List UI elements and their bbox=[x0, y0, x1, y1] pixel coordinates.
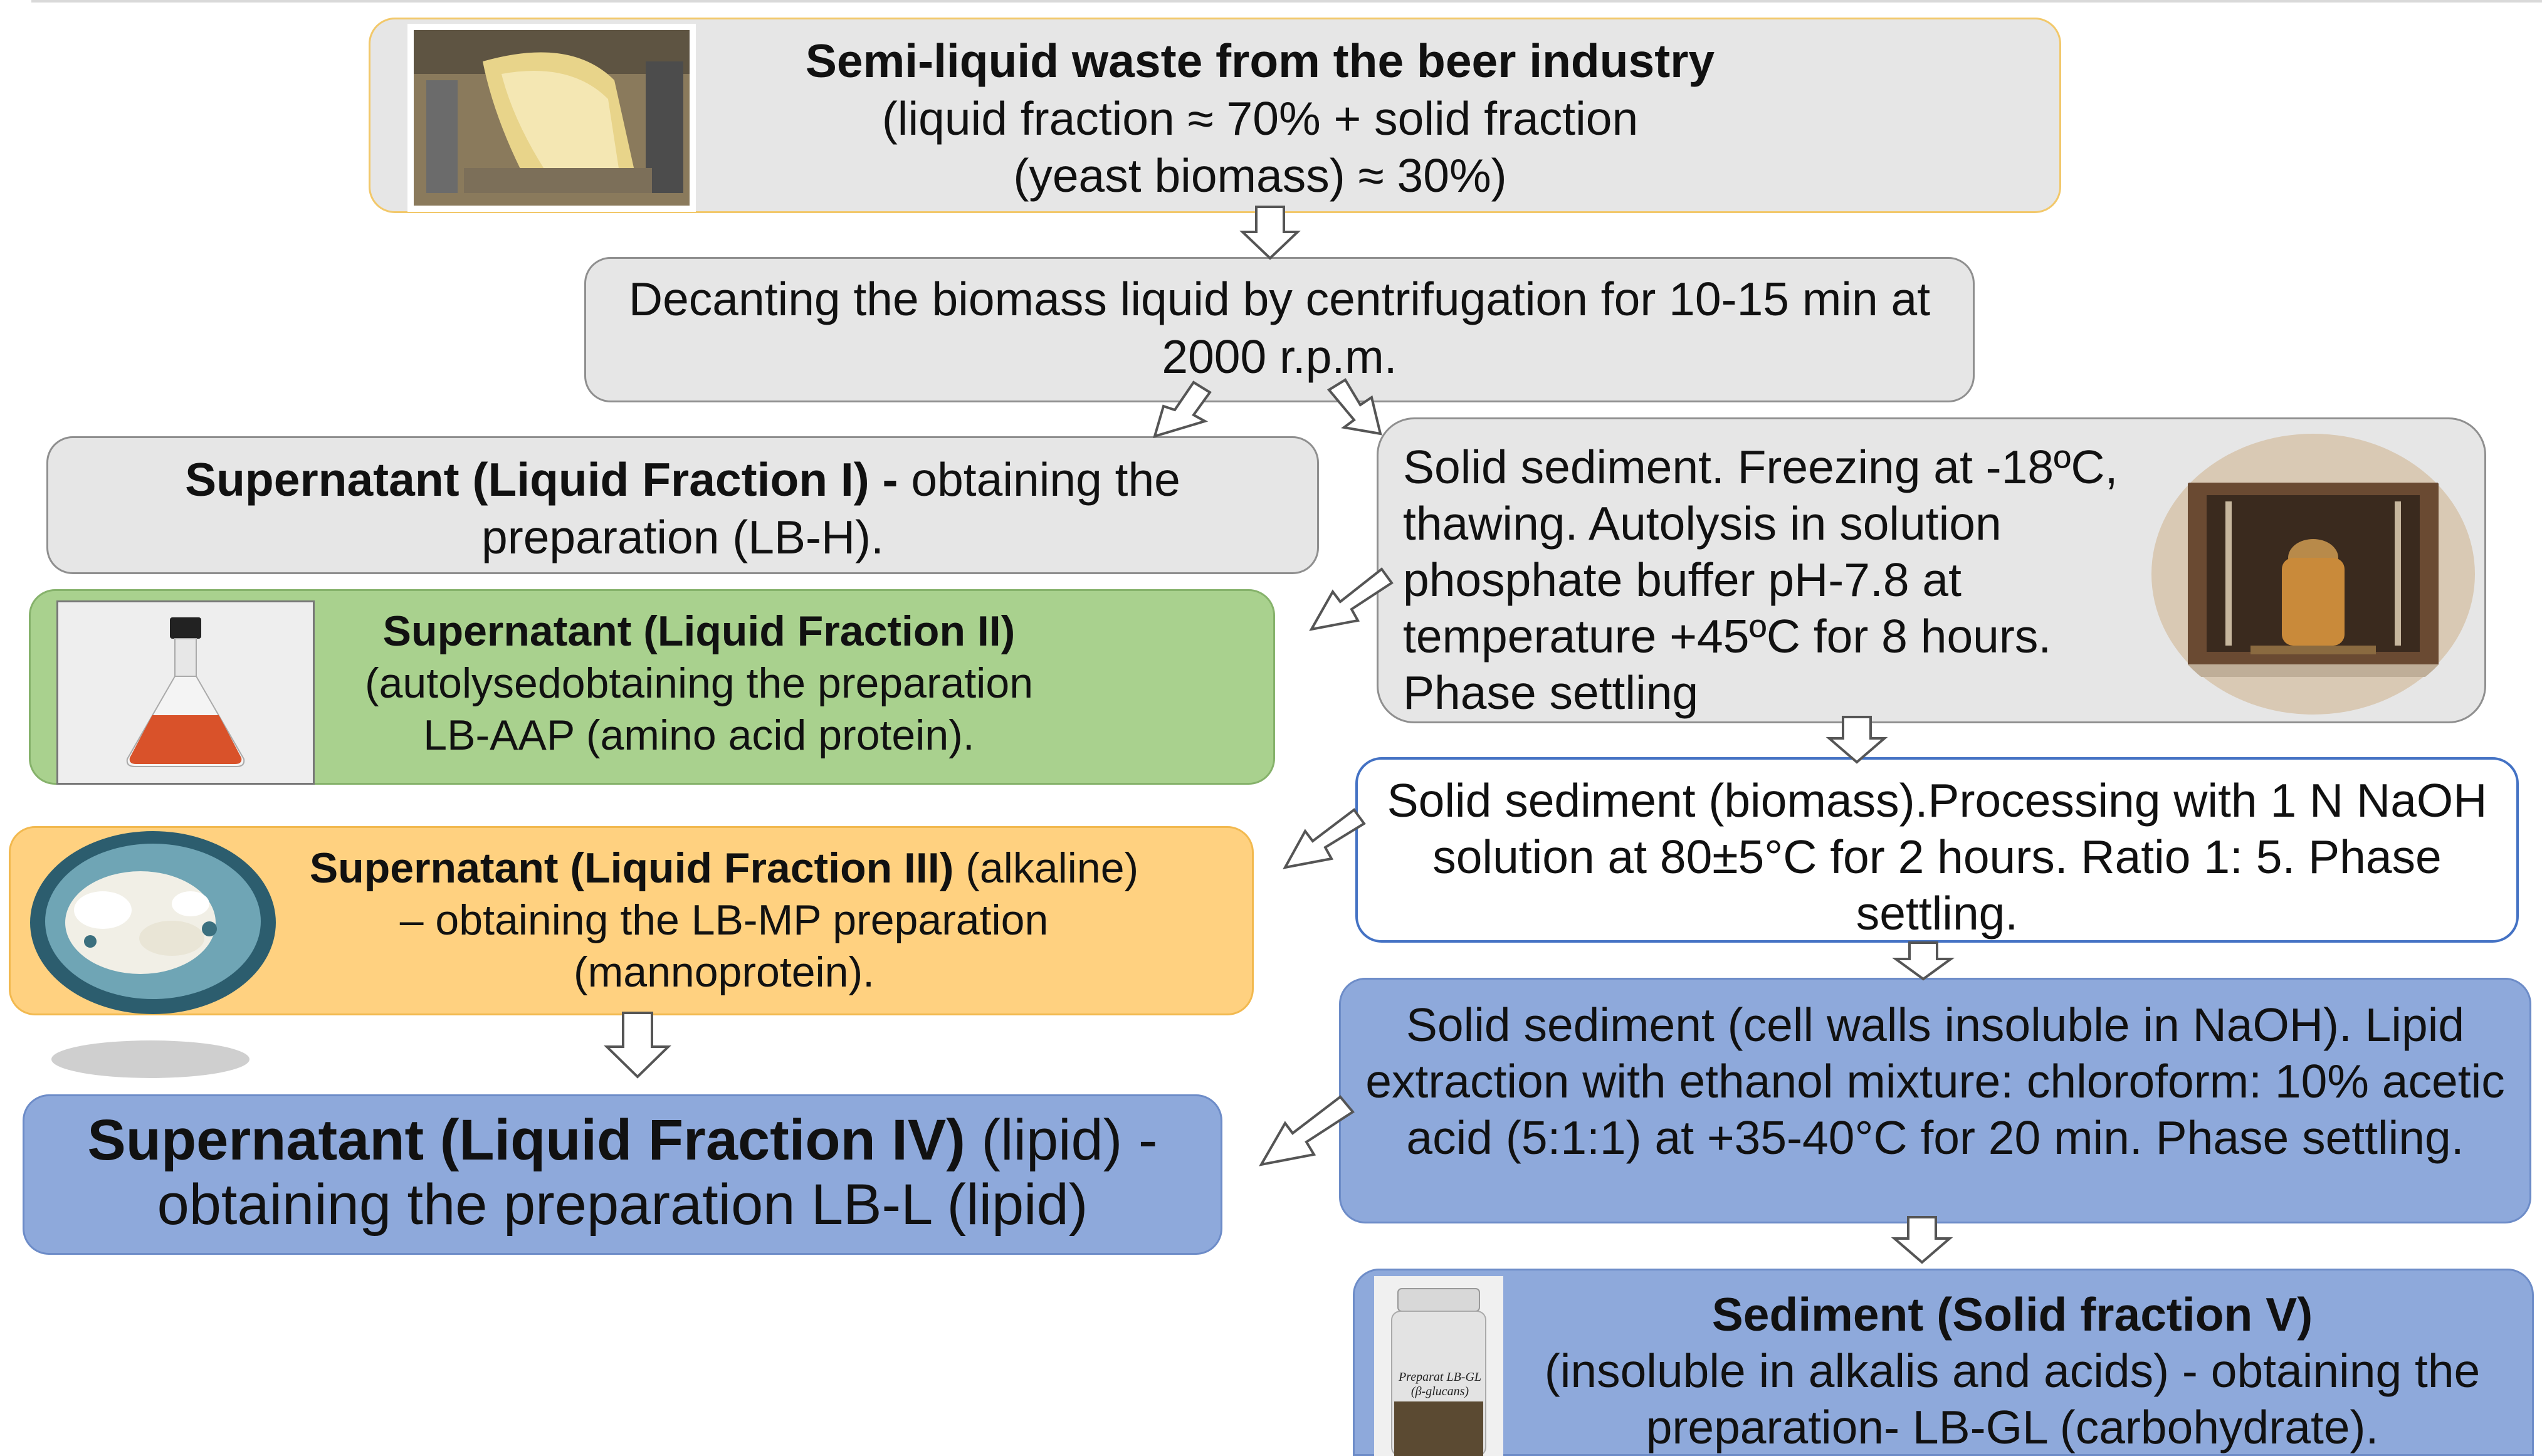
sediment-lipid-extraction-box bbox=[1339, 978, 2531, 1223]
arrow-to-fraction-3 bbox=[1283, 808, 1366, 869]
fraction-3-rest: (alkaline) bbox=[953, 844, 1139, 892]
fraction-3-text: Supernatant (Liquid Fraction III) (alkal… bbox=[301, 842, 1147, 998]
fraction-3-line2: – obtaining the LB-MP preparation bbox=[399, 896, 1049, 944]
arrow-to-fraction-2 bbox=[1309, 567, 1394, 631]
sediment-autolysis-line5: Phase settling bbox=[1403, 666, 1699, 719]
fraction-1-box bbox=[46, 436, 1319, 574]
step-decanting-box bbox=[584, 257, 1975, 402]
sediment-lipid-extraction-text: Solid sediment (cell walls insoluble in … bbox=[1339, 997, 2531, 1166]
fraction-4-box bbox=[23, 1094, 1222, 1255]
arrow-to-sediment-1 bbox=[1326, 378, 1382, 436]
fraction-4-line2: obtaining the preparation LB-L (lipid) bbox=[157, 1173, 1088, 1237]
sediment-naoh-text: Solid sediment (biomass).Processing with… bbox=[1355, 772, 2519, 941]
sediment-naoh-line2: solution at 80±5°C for 2 hours. Ratio 1:… bbox=[1432, 830, 2442, 883]
arrow-down-3 bbox=[1892, 941, 1955, 981]
sediment-autolysis-line4: temperature +45ºC for 8 hours. bbox=[1403, 610, 2052, 663]
step-beer-waste-text: Semi-liquid waste from the beer industry… bbox=[696, 33, 1824, 205]
sediment-autolysis-line2: thawing. Autolysis in solution bbox=[1403, 497, 2002, 550]
fraction-4-text: Supernatant (Liquid Fraction IV) (lipid)… bbox=[23, 1108, 1222, 1237]
fraction-5-title: Sediment (Solid fraction V) bbox=[1711, 1288, 2313, 1341]
sediment-lipid-line3: acid (5:1:1) at +35-40°C for 20 min. Pha… bbox=[1406, 1111, 2464, 1164]
jar-label: Preparat LB-GL (β-glucans) bbox=[1387, 1370, 1493, 1399]
step-beer-waste-line2: (liquid fraction ≈ 70% + solid fraction bbox=[881, 92, 1639, 145]
fraction-1-rest: obtaining the bbox=[898, 453, 1180, 506]
sediment-autolysis-line1: Solid sediment. Freezing at -18ºC, bbox=[1403, 441, 2118, 493]
fraction-1-bold: Supernatant (Liquid Fraction I) - bbox=[185, 453, 898, 506]
top-divider-line bbox=[31, 0, 2542, 3]
arrow-down-1 bbox=[1239, 206, 1301, 260]
fraction-3-line3: (mannoprotein). bbox=[573, 948, 875, 996]
sediment-naoh-line3: settling. bbox=[1856, 887, 2019, 940]
sediment-naoh-line1: Solid sediment (biomass).Processing with… bbox=[1387, 774, 2487, 827]
arrow-down-2 bbox=[1825, 716, 1888, 764]
fraction-2-text: Supernatant (Liquid Fraction II) (autoly… bbox=[339, 605, 1059, 762]
step-beer-waste-line3: (yeast biomass) ≈ 30%) bbox=[1013, 149, 1507, 202]
fraction-5-box bbox=[1353, 1269, 2534, 1456]
jar-label-line1: Preparat LB-GL bbox=[1398, 1370, 1482, 1384]
mannoprotein-dish-image bbox=[28, 829, 278, 1017]
fraction-2-line3: LB-AAP (amino acid protein). bbox=[423, 711, 975, 759]
fraction-3-bold: Supernatant (Liquid Fraction III) bbox=[309, 844, 954, 892]
arrow-down-fraction-3-to-4 bbox=[604, 1012, 671, 1079]
fraction-1-line2: preparation (LB-H). bbox=[481, 510, 884, 563]
sediment-naoh-box bbox=[1355, 757, 2519, 943]
sediment-lipid-line2: extraction with ethanol mixture: chlorof… bbox=[1365, 1055, 2505, 1108]
step-decanting-line2: 2000 r.p.m. bbox=[1162, 330, 1397, 383]
flask-image bbox=[56, 600, 315, 785]
step-beer-waste-title: Semi-liquid waste from the beer industry bbox=[805, 34, 1715, 87]
arrow-to-fraction-4 bbox=[1259, 1095, 1355, 1166]
fraction-4-bold: Supernatant (Liquid Fraction IV) bbox=[87, 1108, 965, 1172]
sediment-autolysis-text: Solid sediment. Freezing at -18ºC, thawi… bbox=[1403, 439, 2155, 721]
fraction-5-line2: (insoluble in alkalis and acids) - obtai… bbox=[1544, 1344, 2481, 1397]
fraction-5-line3: preparation- LB-GL (carbohydrate). bbox=[1646, 1401, 2379, 1453]
dish-shadow bbox=[50, 1034, 251, 1084]
autolysis-reactor-image bbox=[2150, 432, 2476, 716]
sediment-lipid-line1: Solid sediment (cell walls insoluble in … bbox=[1405, 998, 2465, 1051]
sediment-autolysis-line3: phosphate buffer pH-7.8 at bbox=[1403, 553, 1962, 606]
step-decanting-text: Decanting the biomass liquid by centrifu… bbox=[584, 271, 1975, 385]
beta-glucan-jar-image: Preparat LB-GL (β-glucans) bbox=[1374, 1276, 1503, 1456]
jar-label-line2: (β-glucans) bbox=[1410, 1385, 1469, 1398]
arrow-to-fraction-1 bbox=[1153, 380, 1212, 438]
arrow-down-4 bbox=[1891, 1216, 1953, 1264]
fraction-4-rest: (lipid) - bbox=[965, 1108, 1158, 1172]
fraction-2-line2: (autolysedobtaining the preparation bbox=[364, 659, 1034, 707]
step-decanting-line1: Decanting the biomass liquid by centrifu… bbox=[628, 273, 1931, 325]
brewery-equipment-image bbox=[407, 24, 696, 212]
fraction-5-text: Sediment (Solid fraction V) (insoluble i… bbox=[1517, 1286, 2508, 1455]
fraction-1-text: Supernatant (Liquid Fraction I) - obtain… bbox=[46, 451, 1319, 566]
fraction-2-title: Supernatant (Liquid Fraction II) bbox=[382, 607, 1016, 655]
